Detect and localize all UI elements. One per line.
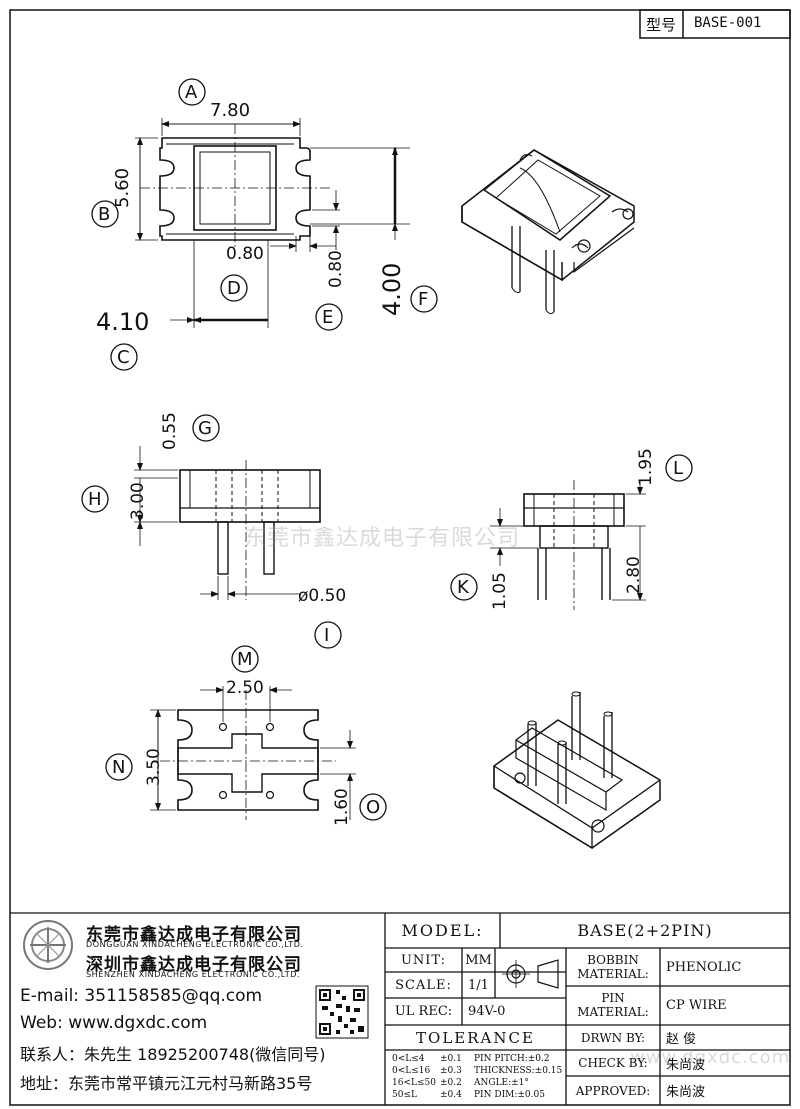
top-view xyxy=(135,118,410,328)
dim-slot-depth: 0.80 xyxy=(326,250,346,288)
tol-value-1: ±0.1 xyxy=(440,1054,462,1064)
dim-pin-diameter: ø0.50 xyxy=(298,586,347,606)
callout-k: K xyxy=(457,577,469,598)
dim-side-top-offset: 0.55 xyxy=(160,412,180,450)
type-value: BASE-001 xyxy=(694,15,762,31)
callout-c: C xyxy=(117,347,130,368)
iso-view-bottom xyxy=(493,691,661,850)
side-view-right xyxy=(490,480,646,610)
bottom-view xyxy=(150,686,356,820)
watermark-corner: www.dgxdc.com xyxy=(630,1047,791,1068)
bobbin-label-1: BOBBIN xyxy=(587,953,639,967)
tol-note-2: THICKNESS:±0.15 xyxy=(474,1066,563,1076)
callout-i: I xyxy=(324,625,330,646)
callout-e: E xyxy=(322,307,334,328)
bobbin-value: PHENOLIC xyxy=(666,959,742,975)
check-label: CHECK BY: xyxy=(578,1056,648,1070)
type-label: 型号 xyxy=(646,16,677,34)
scale-label: SCALE: xyxy=(395,977,452,993)
pin-label-1: PIN xyxy=(601,991,625,1005)
drawn-value: 赵 俊 xyxy=(666,1032,697,1047)
scale-value: 1/1 xyxy=(468,977,489,993)
dim-bottom-width: 4.10 xyxy=(96,308,150,336)
callout-m: M xyxy=(237,649,253,670)
tol-range-1: 0<L≤4 xyxy=(392,1054,425,1064)
callout-n: N xyxy=(112,757,126,778)
callout-a: A xyxy=(185,82,198,103)
model-value: BASE(2+2PIN) xyxy=(577,921,713,940)
tol-value-3: ±0.2 xyxy=(440,1078,462,1088)
pin-label-2: MATERIAL: xyxy=(577,1005,649,1019)
tol-range-3: 16<L≤50 xyxy=(392,1078,436,1088)
tol-note-3: ANGLE:±1° xyxy=(474,1078,529,1088)
dim-top-height: 5.60 xyxy=(112,167,133,208)
dim-pin-length: 2.80 xyxy=(624,556,644,594)
approved-value: 朱尚波 xyxy=(666,1085,706,1100)
callout-d: D xyxy=(227,278,241,299)
tol-range-2: 0<L≤16 xyxy=(392,1066,431,1076)
bobbin-label-2: MATERIAL: xyxy=(577,967,649,981)
qr-code-icon xyxy=(315,985,369,1039)
company-web: Web: www.dgxdc.com xyxy=(20,1013,208,1033)
unit-value: MM xyxy=(465,952,492,968)
ulrec-value: 94V-0 xyxy=(468,1004,506,1019)
pin-value: CP WIRE xyxy=(666,998,727,1013)
callout-h: H xyxy=(88,489,102,510)
tol-value-4: ±0.4 xyxy=(440,1090,462,1100)
company-name-sz-en: SHENZHEN XINDACHENG ELECTRONIC CO.,LTD. xyxy=(86,970,301,979)
company-name-dg: 东莞市鑫达成电子有限公司 xyxy=(86,925,302,945)
callout-g: G xyxy=(198,418,212,439)
callout-f: F xyxy=(418,289,429,310)
dim-side2-base: 1.05 xyxy=(490,572,510,610)
tol-note-4: PIN DIM:±0.05 xyxy=(474,1090,545,1100)
approved-label: APPROVED: xyxy=(575,1083,651,1098)
callout-b: B xyxy=(98,204,111,225)
ulrec-label: UL REC: xyxy=(394,1004,453,1019)
check-value: 朱尚波 xyxy=(666,1057,706,1073)
iso-view-top xyxy=(461,149,635,315)
model-label: MODEL: xyxy=(401,921,484,940)
company-name-dg-en: DONGGUAN XINDACHENG ELECTRONIC CO.,LTD. xyxy=(86,940,304,949)
callout-l: L xyxy=(673,458,684,479)
company-logo-icon xyxy=(23,920,73,970)
tol-value-2: ±0.3 xyxy=(440,1066,462,1076)
company-email: E-mail: 351158585@qq.com xyxy=(20,986,263,1006)
dim-top-width: 7.80 xyxy=(210,100,251,121)
tol-range-4: 50≤L xyxy=(392,1090,417,1100)
company-address: 地址：东莞市常平镇元江元村马新路35号 xyxy=(20,1074,313,1093)
dim-pitch: 2.50 xyxy=(226,678,264,698)
drawn-label: DRWN BY: xyxy=(580,1030,646,1045)
dim-cross-width: 1.60 xyxy=(332,788,352,826)
callout-circles xyxy=(81,78,693,821)
dim-overall-height: 4.00 xyxy=(378,262,406,316)
company-contact: 联系人：朱先生 18925200748(微信同号) xyxy=(20,1045,326,1064)
company-name-sz: 深圳市鑫达成电子有限公司 xyxy=(86,955,302,975)
callout-o: O xyxy=(366,797,381,818)
dim-side2-height: 1.95 xyxy=(636,448,656,486)
tol-note-1: PIN PITCH:±0.2 xyxy=(474,1054,550,1064)
dim-slot-width: 0.80 xyxy=(226,244,264,264)
title-block-lines xyxy=(10,912,790,1105)
dim-side-height: 3.00 xyxy=(128,482,148,520)
tolerance-label: TOLERANCE xyxy=(416,1028,535,1047)
unit-label: UNIT: xyxy=(400,952,447,968)
side-view-left xyxy=(134,446,321,600)
projection-symbol-icon xyxy=(502,959,559,989)
dim-bottom-height: 3.50 xyxy=(144,748,164,786)
watermark-center: 东莞市鑫达成电子有限公司 xyxy=(244,526,521,551)
